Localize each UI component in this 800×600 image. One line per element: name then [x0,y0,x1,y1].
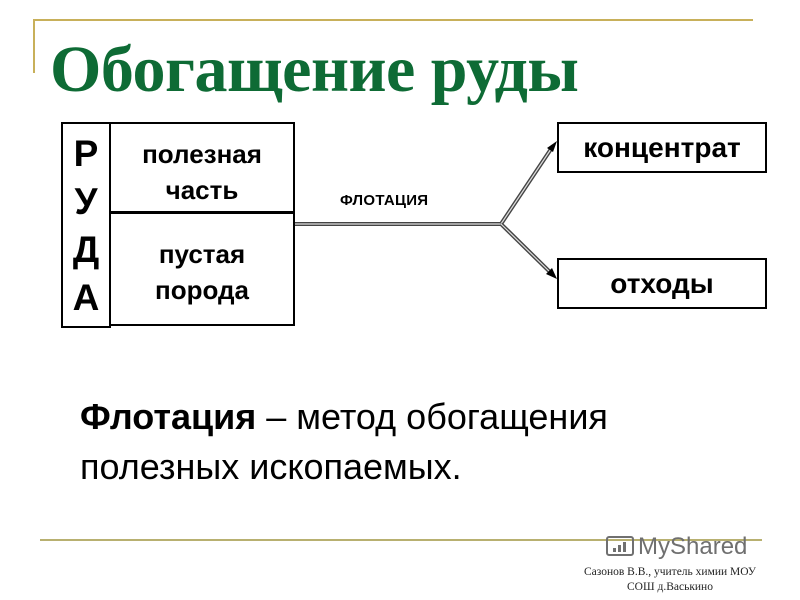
decorative-top-line [33,19,753,21]
ore-vertical-label: Р У Д А [63,130,109,322]
arrow-to-tailings [499,222,557,279]
definition-text: Флотация – метод обогащения полезных иск… [80,392,608,492]
useful-part-line2: часть [165,175,239,205]
waste-rock-line2: порода [155,275,249,305]
ore-box: Р У Д А [61,122,111,328]
ore-letter: Р [73,133,99,174]
arrow-to-concentrate [499,141,557,226]
author-line2: СОШ д.Васькино [627,581,713,593]
watermark-text: MyShared [638,533,748,560]
ore-letter: У [74,181,98,222]
useful-part-box: полезная часть [109,122,295,214]
author-credit: Сазонов В.В., учитель химии МОУ СОШ д.Ва… [540,565,800,595]
concentrate-label: концентрат [583,132,741,163]
definition-line1: Флотация – метод обогащения [80,392,608,442]
process-label: ФЛОТАЦИЯ [340,192,429,209]
concentrate-box: концентрат [557,122,767,173]
arrowhead-down [546,268,557,279]
decorative-bottom-line [40,539,762,541]
definition-term: Флотация [80,396,257,437]
decorative-left-line [33,19,35,73]
author-line1: Сазонов В.В., учитель химии МОУ [583,566,757,578]
watermark: MyShared [606,533,747,561]
presentation-board-icon [606,536,634,556]
waste-rock-box: пустая порода [109,211,295,326]
ore-letter: Д [72,229,100,270]
arrowhead-up [547,141,557,152]
ore-letter: А [72,277,100,318]
useful-part-label: полезная часть [111,136,293,208]
waste-rock-line1: пустая [158,239,246,269]
waste-rock-label: пустая порода [111,236,293,308]
tailings-box: отходы [557,258,767,309]
definition-line2: полезных ископаемых. [80,446,462,487]
useful-part-line1: полезная [142,139,262,169]
definition-rest: – метод обогащения [256,396,608,437]
tailings-label: отходы [610,268,714,299]
slide-title: Обогащение руды [50,33,579,106]
